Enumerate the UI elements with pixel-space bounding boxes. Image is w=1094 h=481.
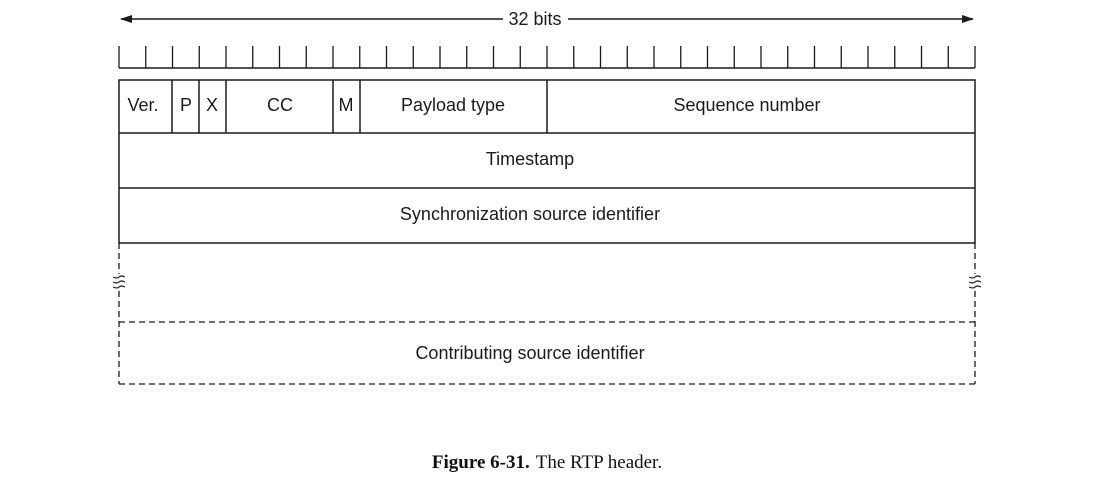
csrc-region: [118, 243, 976, 385]
bit-ruler: [118, 46, 976, 69]
field-extension: X: [206, 95, 218, 115]
break-mark-right: [968, 275, 982, 289]
field-version: Ver.: [127, 95, 158, 115]
width-dimension: 32 bits: [120, 9, 974, 29]
field-payload-type: Payload type: [401, 95, 505, 115]
figure-caption: Figure 6-31.The RTP header.: [0, 452, 1094, 474]
break-mark-left: [112, 275, 126, 289]
field-marker: M: [339, 95, 354, 115]
header-table: [118, 79, 976, 244]
field-sequence-number: Sequence number: [673, 95, 820, 115]
field-padding: P: [180, 95, 192, 115]
bits-label: 32 bits: [508, 9, 561, 29]
field-ssrc: Synchronization source identifier: [400, 204, 660, 224]
field-csrc-count: CC: [267, 95, 293, 115]
figure-number: Figure 6-31.: [431, 452, 530, 473]
field-csrc: Contributing source identifier: [415, 343, 644, 363]
figure-caption-text: The RTP header.: [535, 452, 663, 473]
field-timestamp: Timestamp: [486, 149, 574, 169]
